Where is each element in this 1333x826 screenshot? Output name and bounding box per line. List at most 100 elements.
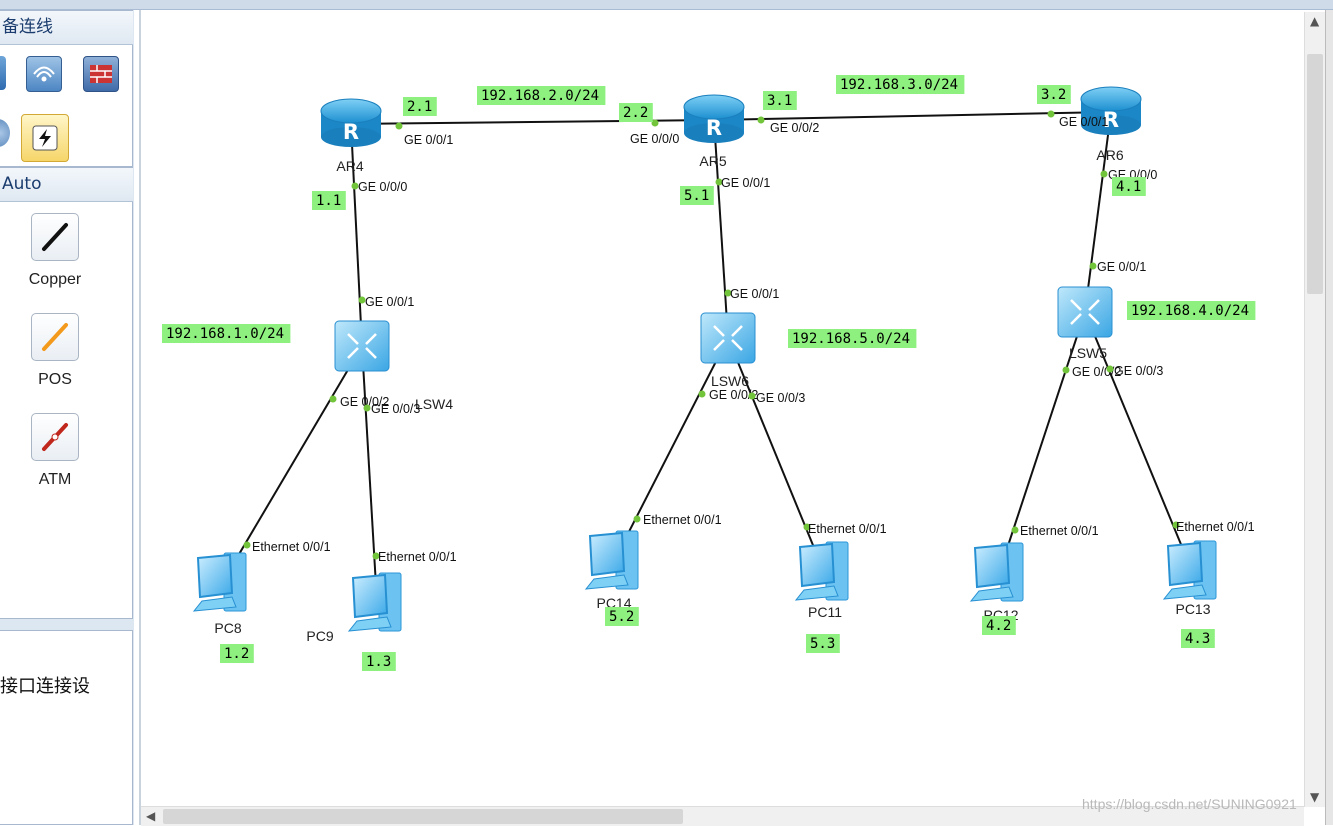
vertical-scroll-thumb[interactable] [1307,54,1323,294]
cable-atm[interactable]: ATM [25,413,85,489]
pc-pc14[interactable] [584,530,639,590]
port-dot[interactable] [633,515,641,523]
ip-label: 4.2 [982,616,1016,635]
router-ar4[interactable]: R [320,98,382,147]
port-label: Ethernet 0/0/1 [378,550,457,564]
link-AR5-LSW6[interactable] [713,119,729,339]
link-LSW6-PC11[interactable] [727,337,825,573]
copper-cable-icon[interactable] [31,213,79,261]
port-dot[interactable] [1089,262,1097,270]
scroll-up-icon[interactable]: ▲ [1310,14,1320,28]
port-dot[interactable] [351,182,359,190]
atm-cable-icon[interactable] [31,413,79,461]
device-label-pc9: PC9 [306,628,333,644]
ip-label: 1.3 [362,652,396,671]
switch-lsw4[interactable] [334,320,390,372]
port-dot[interactable] [372,552,380,560]
ip-label: 4.1 [1112,177,1146,196]
device-category-section: 备连线 [0,10,133,167]
window-title-bar [0,0,1333,10]
svg-text:2.1: 2.1 [407,99,432,115]
port-label: GE 0/0/1 [365,295,414,309]
pc-pc13[interactable] [1162,540,1217,600]
port-dot[interactable] [724,289,732,297]
link-LSW6-PC14[interactable] [613,337,729,562]
port-dot[interactable] [1100,170,1108,178]
port-label: GE 0/0/1 [404,133,453,147]
router-glyph-icon: R [343,120,359,144]
cloud-icon[interactable] [0,119,10,147]
link-AR5-AR6[interactable] [713,111,1112,121]
router-glyph-icon: R [1103,108,1119,132]
svg-text:5.2: 5.2 [609,609,634,625]
svg-text:5.1: 5.1 [684,188,709,204]
port-dot[interactable] [715,178,723,186]
firewall-icon[interactable] [83,56,119,92]
device-icon-partial[interactable] [0,56,6,90]
device-label-ar6: AR6 [1096,147,1123,163]
svg-text:192.168.1.0/24: 192.168.1.0/24 [166,326,284,342]
port-dot[interactable] [243,541,251,549]
port-dot[interactable] [1106,365,1114,373]
switch-lsw5[interactable] [1057,286,1113,338]
router-ar5[interactable]: R [683,94,745,143]
network-label: 192.168.1.0/24 [162,324,291,343]
port-label: Ethernet 0/0/1 [1176,520,1255,534]
port-label: GE 0/0/1 [1059,115,1108,129]
svg-text:1.3: 1.3 [366,654,391,670]
device-label-lsw5: LSW5 [1069,345,1107,361]
wireless-ap-icon[interactable] [26,56,62,92]
router-ar6[interactable]: R [1080,86,1142,135]
link-LSW4-PC9[interactable] [361,345,378,604]
link-AR4-AR5[interactable] [350,119,715,125]
port-label: GE 0/0/1 [721,176,770,190]
port-dot[interactable] [395,122,403,130]
port-label: GE 0/0/2 [770,121,819,135]
network-label: 192.168.4.0/24 [1127,301,1256,320]
port-dot[interactable] [1172,521,1180,529]
port-label: GE 0/0/1 [730,287,779,301]
switch-lsw6[interactable] [700,312,756,364]
port-dot[interactable] [698,390,706,398]
port-label: GE 0/0/3 [1114,364,1163,378]
port-dot[interactable] [757,116,765,124]
description-text: 接口连接设 [0,676,90,697]
vertical-scrollbar[interactable]: ▲ ▼ [1304,12,1325,807]
pc-pc8[interactable] [192,552,247,612]
scroll-left-icon[interactable]: ◀ [146,809,156,823]
port-dot[interactable] [803,523,811,531]
horizontal-scrollbar[interactable]: ◀ [141,806,1304,826]
port-dot[interactable] [651,119,659,127]
port-label: Ethernet 0/0/1 [643,513,722,527]
cable-copper[interactable]: Copper [25,213,85,289]
port-dot[interactable] [358,296,366,304]
pc-pc9[interactable] [347,572,402,632]
port-dot[interactable] [329,395,337,403]
pos-cable-icon[interactable] [31,313,79,361]
svg-text:4.1: 4.1 [1116,179,1141,195]
port-dot[interactable] [1047,110,1055,118]
ip-label: 3.1 [763,91,797,110]
svg-text:5.3: 5.3 [810,636,835,652]
watermark: https://blog.csdn.net/SUNING0921 [1082,796,1297,812]
port-dot[interactable] [1062,366,1070,374]
port-dot[interactable] [363,404,371,412]
svg-text:192.168.5.0/24: 192.168.5.0/24 [792,331,910,347]
ip-label: 1.2 [220,644,254,663]
port-dot[interactable] [748,392,756,400]
link-AR4-LSW4[interactable] [350,123,363,347]
svg-text:2.2: 2.2 [623,105,648,121]
pc-pc12[interactable] [969,542,1024,602]
horizontal-scroll-thumb[interactable] [163,809,683,824]
pc-pc11[interactable] [794,541,849,601]
auto-cable-icon[interactable] [21,114,69,162]
cable-pos[interactable]: POS [25,313,85,389]
port-dot[interactable] [1011,526,1019,534]
link-AR6-LSW5[interactable] [1084,111,1112,313]
links-layer [221,111,1193,604]
device-label-pc13: PC13 [1175,601,1210,617]
description-section [0,630,133,825]
scroll-down-icon[interactable]: ▼ [1310,790,1320,804]
svg-text:3.1: 3.1 [767,93,792,109]
